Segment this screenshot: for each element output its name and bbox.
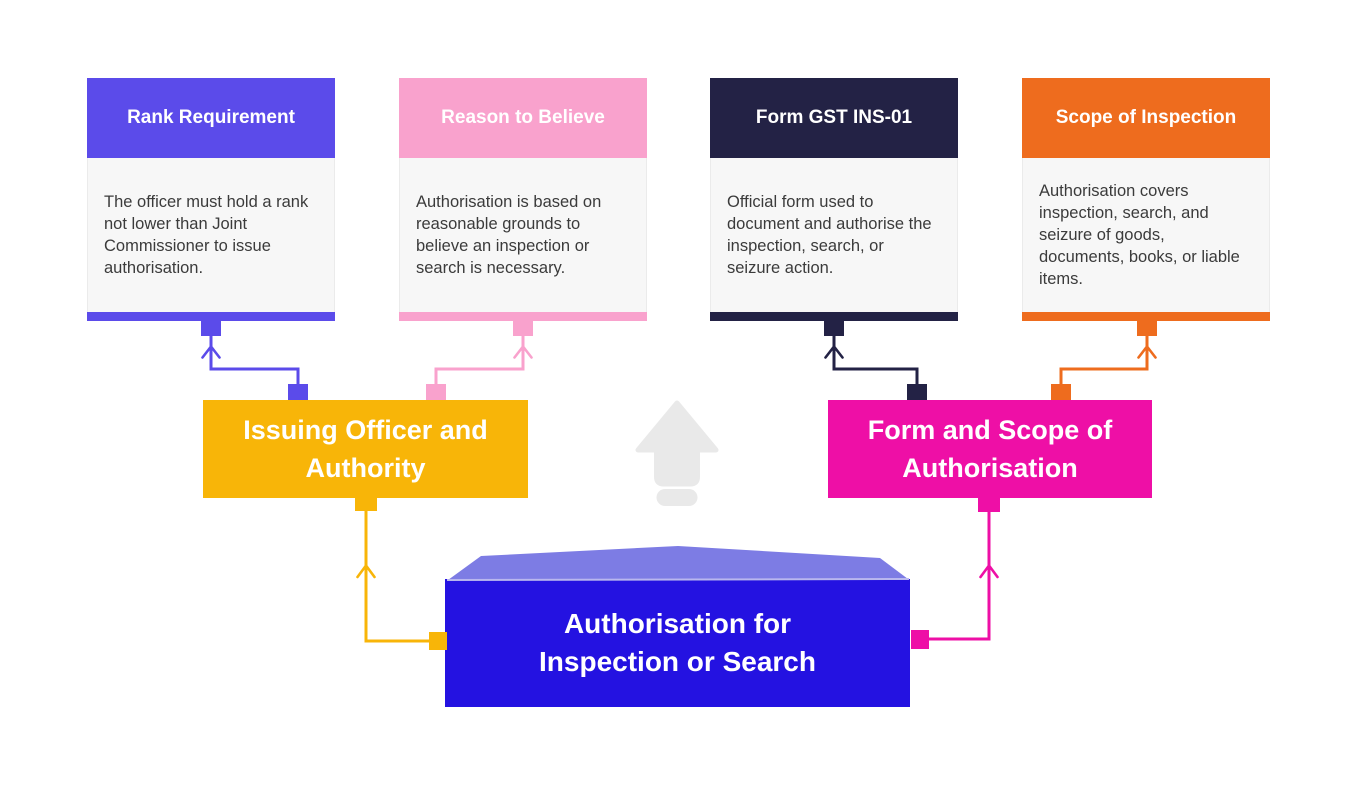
card-body-text: Official form used to document and autho… xyxy=(727,193,932,277)
card-body: Authorisation covers inspection, search,… xyxy=(1022,158,1270,312)
node-form-scope-authorisation: Form and Scope of Authorisation xyxy=(828,400,1152,498)
chevron-up-icon xyxy=(979,564,999,579)
card-scope-of-inspection: Scope of Inspection Authorisation covers… xyxy=(1022,78,1270,321)
card-header: Reason to Believe xyxy=(399,78,647,158)
root-label-line1: Authorisation for xyxy=(563,608,792,639)
chevron-up-icon xyxy=(201,345,221,359)
up-arrow-base-bar xyxy=(656,489,698,506)
port-square xyxy=(1051,384,1071,400)
connector-line xyxy=(364,511,430,643)
port-square xyxy=(911,630,929,649)
card-bottom-bar xyxy=(87,312,335,321)
port-square xyxy=(288,384,308,400)
card-body-text: Authorisation covers inspection, search,… xyxy=(1039,182,1240,288)
node-issuing-officer-authority: Issuing Officer and Authority xyxy=(203,400,528,498)
port-square xyxy=(824,320,844,336)
port-square xyxy=(201,320,221,336)
up-arrow-body xyxy=(635,400,719,487)
connector-line xyxy=(209,336,300,384)
node-label: Form and Scope of Authorisation xyxy=(867,415,1113,483)
chevron-up-icon xyxy=(513,345,533,359)
connector-line xyxy=(832,336,919,384)
port-square xyxy=(513,320,533,336)
card-form-gst-ins01: Form GST INS-01 Official form used to do… xyxy=(710,78,958,321)
node-authorisation-root: Authorisation for Inspection or Search xyxy=(445,579,910,707)
port-square xyxy=(978,498,1000,512)
card-header: Scope of Inspection xyxy=(1022,78,1270,158)
port-square xyxy=(907,384,927,400)
card-bottom-bar xyxy=(710,312,958,321)
card-rank-requirement: Rank Requirement The officer must hold a… xyxy=(87,78,335,321)
connector-line xyxy=(434,336,525,384)
chevron-up-icon xyxy=(824,345,844,359)
node-label: Issuing Officer and Authority xyxy=(243,415,488,483)
chevron-up-icon xyxy=(356,564,376,579)
card-bottom-bar xyxy=(399,312,647,321)
card-body: Official form used to document and autho… xyxy=(710,158,958,312)
card-header: Form GST INS-01 xyxy=(710,78,958,158)
card-title: Form GST INS-01 xyxy=(755,107,913,128)
port-square xyxy=(426,384,446,400)
root-label-line2: Inspection or Search xyxy=(539,646,816,677)
card-body: The officer must hold a rank not lower t… xyxy=(87,158,335,312)
card-body-text: Authorisation is based on reasonable gro… xyxy=(416,193,602,277)
card-reason-to-believe: Reason to Believe Authorisation is based… xyxy=(399,78,647,321)
card-header: Rank Requirement xyxy=(87,78,335,158)
card-title: Scope of Inspection xyxy=(1055,107,1237,128)
connector-line xyxy=(928,512,991,641)
card-bottom-bar xyxy=(1022,312,1270,321)
chevron-up-icon xyxy=(1137,345,1157,359)
card-title: Reason to Believe xyxy=(441,107,605,128)
card-body-text: The officer must hold a rank not lower t… xyxy=(104,193,309,277)
connector-line xyxy=(1059,336,1149,384)
card-title: Rank Requirement xyxy=(127,107,295,128)
root-box-top-face xyxy=(448,546,908,580)
port-square xyxy=(1137,320,1157,336)
card-body: Authorisation is based on reasonable gro… xyxy=(399,158,647,312)
port-square xyxy=(355,498,377,511)
up-arrow-icon xyxy=(635,400,719,506)
